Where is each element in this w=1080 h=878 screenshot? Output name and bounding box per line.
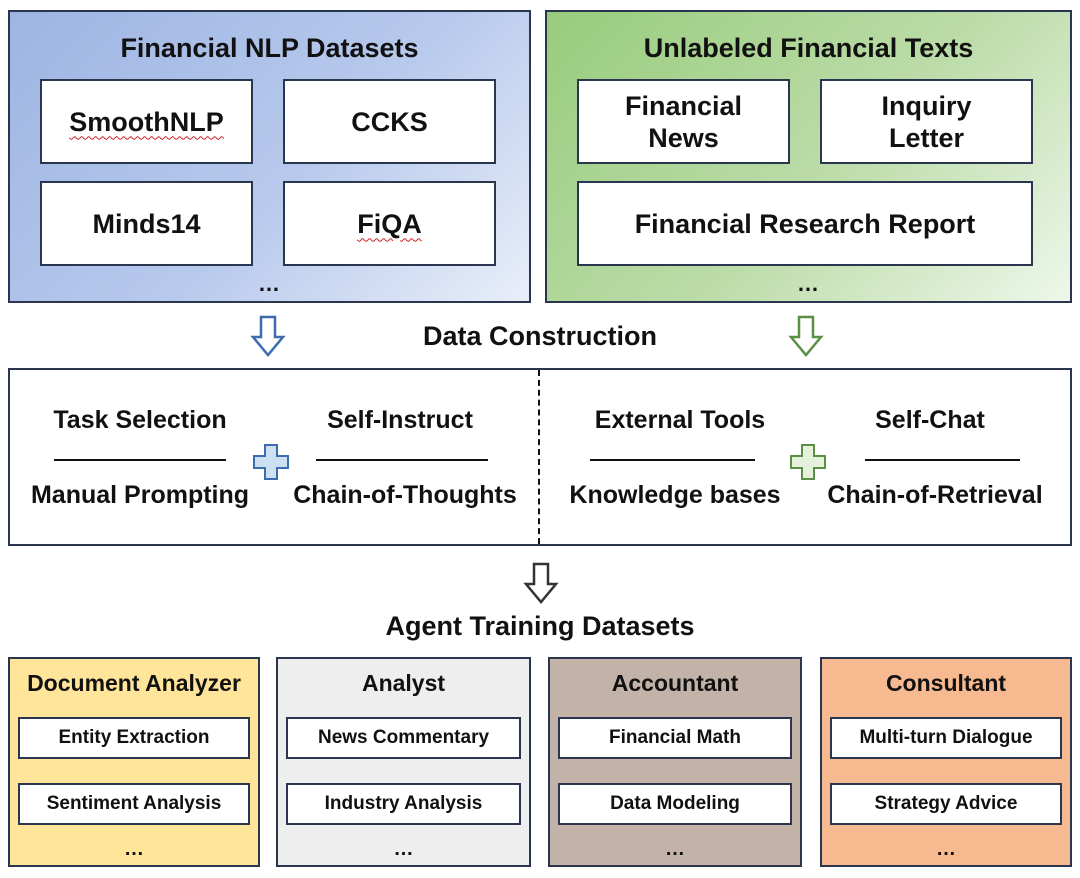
dataset-box-fiqa: FiQA	[283, 181, 496, 266]
divider-line	[590, 459, 755, 461]
method-label: External Tools	[594, 406, 766, 434]
method-label: Self-Instruct	[327, 406, 473, 434]
data-construction-title: Data Construction	[422, 321, 657, 351]
more-ellipsis: …	[665, 838, 685, 860]
financial-nlp-datasets-panel: Financial NLP Datasets SmoothNLP CCKS Mi…	[8, 10, 531, 303]
more-ellipsis: …	[936, 838, 956, 860]
role-title: Consultant	[885, 670, 1007, 696]
divider-line	[54, 459, 226, 461]
more-ellipsis: …	[393, 838, 414, 860]
more-ellipsis: …	[124, 838, 144, 860]
dataset-box-minds14: Minds14	[40, 181, 253, 266]
task-box: Entity Extraction	[18, 717, 250, 759]
method-label: Chain-of-Retrieval	[827, 481, 1043, 509]
task-label: Data Modeling	[610, 793, 740, 814]
text-source-label: Inquiry Letter	[881, 90, 972, 153]
dataset-label: SmoothNLP	[69, 106, 224, 137]
dataset-label: FiQA	[357, 208, 422, 239]
more-ellipsis: …	[797, 271, 820, 296]
panel-title: Financial NLP Datasets	[120, 33, 419, 63]
method-label: Task Selection	[53, 406, 227, 434]
down-arrow-icon	[523, 562, 559, 604]
plus-icon	[790, 444, 826, 480]
dataset-label: CCKS	[351, 106, 428, 137]
method-label: Chain-of-Thoughts	[293, 481, 517, 509]
divider-line	[865, 459, 1020, 461]
task-box: Sentiment Analysis	[18, 783, 250, 825]
text-box-financial-research-report: Financial Research Report	[577, 181, 1033, 266]
divider-line	[316, 459, 488, 461]
text-source-label: Financial Research Report	[634, 208, 976, 239]
task-label: News Commentary	[317, 727, 490, 748]
task-box: Financial Math	[558, 717, 792, 759]
task-box: Data Modeling	[558, 783, 792, 825]
plus-icon	[253, 444, 289, 480]
role-title: Accountant	[611, 670, 739, 696]
more-ellipsis: …	[258, 271, 281, 296]
dataset-box-ccks: CCKS	[283, 79, 496, 164]
task-label: Financial Math	[609, 727, 741, 748]
method-label: Self-Chat	[875, 406, 985, 434]
method-label: Manual Prompting	[30, 481, 250, 509]
agent-training-datasets-title: Agent Training Datasets	[385, 611, 695, 641]
task-label: Sentiment Analysis	[46, 793, 222, 814]
task-box: Multi-turn Dialogue	[830, 717, 1062, 759]
text-box-inquiry-letter: Inquiry Letter	[820, 79, 1033, 164]
down-arrow-icon	[788, 315, 824, 357]
method-label: Knowledge bases	[569, 481, 781, 509]
down-arrow-icon	[250, 315, 286, 357]
panel-title: Unlabeled Financial Texts	[643, 33, 974, 63]
dashed-separator	[538, 370, 540, 544]
task-label: Multi-turn Dialogue	[859, 727, 1033, 748]
task-box: News Commentary	[286, 717, 521, 759]
role-panel-consultant: Consultant Multi-turn Dialogue Strategy …	[820, 657, 1072, 867]
role-panel-analyst: Analyst News Commentary Industry Analysi…	[276, 657, 531, 867]
text-source-label: Financial News	[624, 90, 743, 153]
task-label: Industry Analysis	[324, 793, 483, 814]
role-title: Document Analyzer	[27, 670, 241, 696]
role-title: Analyst	[361, 670, 446, 696]
role-panel-document-analyzer: Document Analyzer Entity Extraction Sent…	[8, 657, 260, 867]
text-box-financial-news: Financial News	[577, 79, 790, 164]
unlabeled-financial-texts-panel: Unlabeled Financial Texts Financial News…	[545, 10, 1072, 303]
task-box: Industry Analysis	[286, 783, 521, 825]
task-box: Strategy Advice	[830, 783, 1062, 825]
role-panel-accountant: Accountant Financial Math Data Modeling …	[548, 657, 802, 867]
dataset-label: Minds14	[92, 208, 201, 239]
data-construction-box: Task Selection Manual Prompting Self-Ins…	[8, 368, 1072, 546]
dataset-box-smoothnlp: SmoothNLP	[40, 79, 253, 164]
task-label: Entity Extraction	[58, 727, 210, 748]
task-label: Strategy Advice	[874, 793, 1018, 814]
